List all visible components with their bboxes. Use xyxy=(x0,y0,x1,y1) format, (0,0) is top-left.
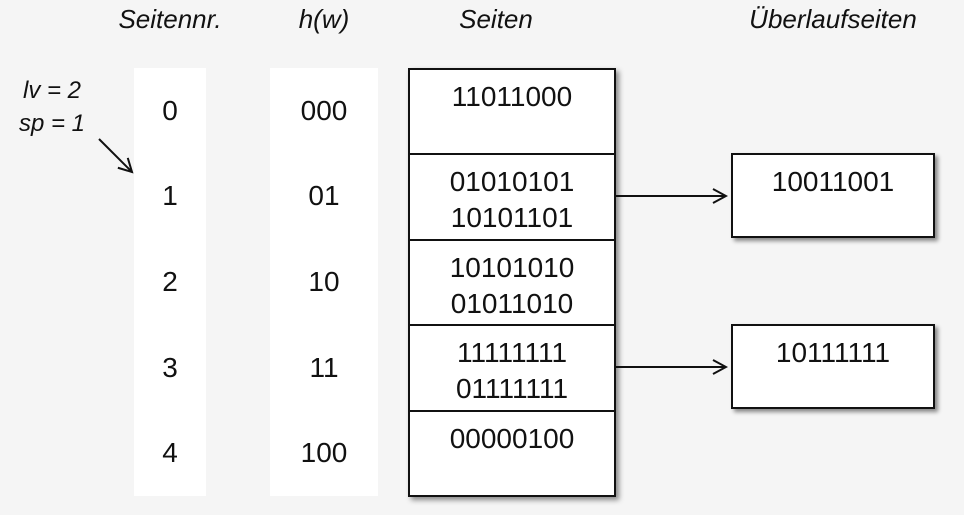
page-number-1: 1 xyxy=(162,180,178,212)
split-pointer-arrow-icon xyxy=(98,138,132,172)
hash-value-0: 000 xyxy=(300,94,348,126)
page-entry: 11111111 xyxy=(456,337,568,369)
overflow-box-page-3: 10111111 xyxy=(731,324,935,409)
overflow-entry: 10111111 xyxy=(775,337,891,368)
page-entry: 01111111 xyxy=(455,373,569,405)
header-page-number: Seitennr. xyxy=(118,4,222,34)
header-overflow-pages: Überlaufseiten xyxy=(749,4,917,34)
page-entry: 11011000 xyxy=(451,81,573,112)
page-entry: 10101101 xyxy=(450,202,574,234)
page-cell-4: 00000100 xyxy=(410,412,614,495)
pages-box: 11011000 01010101 10101101 10101010 0101… xyxy=(408,68,616,497)
hash-column: 000 01 10 11 100 xyxy=(270,68,378,496)
header-hash-function: h(w) xyxy=(298,4,350,34)
page-number-0: 0 xyxy=(162,94,178,126)
hash-value-3: 11 xyxy=(309,351,339,383)
hash-value-1: 01 xyxy=(308,180,340,212)
header-pages: Seiten xyxy=(459,4,533,34)
page-cell-2: 10101010 01011010 xyxy=(410,241,614,327)
page-cell-1: 01010101 10101101 xyxy=(410,155,614,241)
level-annotation: lv = 2 xyxy=(22,77,82,104)
hash-value-4: 100 xyxy=(300,437,348,469)
overflow-entry: 10011001 xyxy=(771,166,895,197)
overflow-box-page-1: 10011001 xyxy=(731,153,935,238)
page-number-3: 3 xyxy=(162,351,178,383)
page-number-4: 4 xyxy=(162,437,178,469)
page-entry: 10101010 xyxy=(449,251,575,283)
page-entry: 00000100 xyxy=(449,422,575,454)
page-cell-0: 11011000 xyxy=(410,70,614,156)
page-number-2: 2 xyxy=(162,265,178,297)
split-pointer-annotation: sp = 1 xyxy=(18,110,86,137)
page-number-column: 0 1 2 3 4 xyxy=(134,68,206,496)
page-entry: 01011010 xyxy=(450,287,574,319)
state-annotation: lv = 2 sp = 1 xyxy=(8,74,96,140)
page-entry: 01010101 xyxy=(449,166,575,198)
page-cell-3: 11111111 01111111 xyxy=(410,326,614,412)
hash-value-2: 10 xyxy=(308,265,340,297)
